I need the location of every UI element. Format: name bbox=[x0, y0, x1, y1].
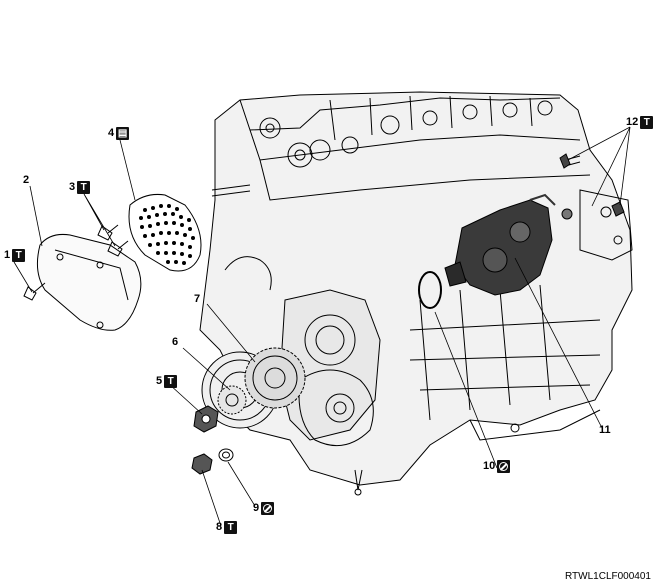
part-8-plug bbox=[191, 453, 213, 475]
callout-1: 1 T bbox=[4, 249, 26, 262]
callout-8-number: 8 bbox=[216, 521, 223, 533]
part-1-bolt bbox=[23, 282, 46, 301]
grease-icon: ▤ bbox=[116, 127, 130, 140]
torque-icon: T bbox=[12, 249, 26, 262]
callout-3-number: 3 bbox=[69, 181, 76, 193]
callout-5: 5 T bbox=[156, 375, 178, 388]
callout-10: 10 bbox=[483, 460, 511, 473]
part-4-gasket bbox=[128, 194, 202, 272]
torque-icon: T bbox=[164, 375, 178, 388]
callout-4-number: 4 bbox=[108, 127, 115, 139]
do-not-reuse-icon bbox=[261, 502, 275, 515]
torque-icon: T bbox=[640, 116, 654, 129]
part-10-o-ring bbox=[418, 271, 442, 309]
figure-code: RTWL1CLF000401 bbox=[565, 571, 651, 582]
callout-6-number: 6 bbox=[172, 336, 179, 348]
callout-6: 6 bbox=[172, 336, 178, 349]
torque-icon: T bbox=[224, 521, 238, 534]
callout-7: 7 bbox=[194, 293, 200, 306]
engine-block bbox=[199, 91, 633, 496]
callout-8: 8 T bbox=[216, 521, 238, 534]
part-11-pump bbox=[444, 193, 573, 296]
callout-7-number: 7 bbox=[194, 293, 201, 305]
callout-4: 4 ▤ bbox=[108, 127, 130, 140]
leader-lines bbox=[13, 126, 631, 527]
part-2-cover bbox=[36, 234, 142, 331]
callout-12: 12 T bbox=[626, 116, 654, 129]
callout-9-number: 9 bbox=[253, 502, 260, 514]
callout-9: 9 bbox=[253, 502, 275, 515]
callout-11: 11 bbox=[599, 424, 611, 437]
part-3-bolts bbox=[97, 224, 129, 257]
callout-10-number: 10 bbox=[483, 460, 496, 472]
torque-icon: T bbox=[77, 181, 91, 194]
part-9-washer bbox=[218, 448, 234, 462]
callout-12-number: 12 bbox=[626, 116, 639, 128]
callout-11-number: 11 bbox=[599, 424, 611, 436]
callout-2: 2 bbox=[23, 174, 29, 187]
part-6-7-gears bbox=[201, 347, 306, 429]
callout-5-number: 5 bbox=[156, 375, 163, 387]
callout-1-number: 1 bbox=[4, 249, 11, 261]
callout-3: 3 T bbox=[69, 181, 91, 194]
callout-2-number: 2 bbox=[23, 174, 30, 186]
do-not-reuse-icon bbox=[497, 460, 511, 473]
